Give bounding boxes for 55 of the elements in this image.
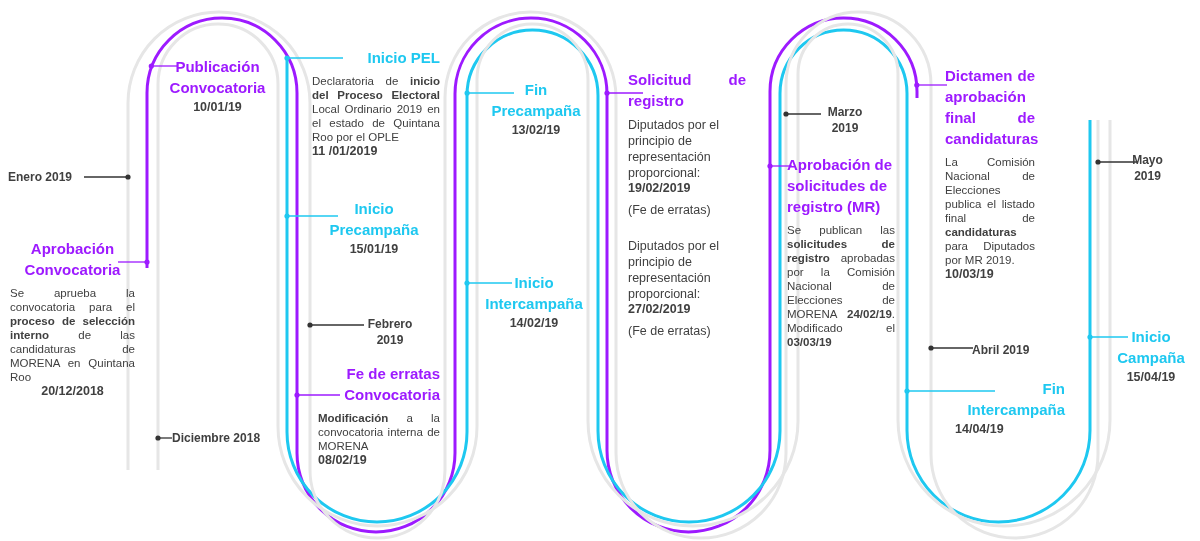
event-title: Inicio Intercampaña [484,273,584,314]
leader-line [83,174,131,180]
month-label: Abril 2019 [972,342,1031,358]
month-label: Marzo 2019 [826,104,864,136]
leader-line [117,259,150,265]
event-title: Inicio Campaña [1116,327,1186,368]
leader-line [155,435,173,441]
leader-line [914,82,948,88]
leader-line [284,55,344,61]
leader-line [783,111,822,117]
event-date: 20/12/2018 [40,384,105,399]
event-date: 15/04/19 [1125,370,1177,385]
leader-line [464,280,513,286]
month-label: Diciembre 2018 [172,430,262,446]
event-description: Diputados por el principio de representación proporcional: [628,117,721,181]
leader-line [284,213,339,219]
event-description: (Fe de erratas) [628,323,712,339]
event-title: Fin Intercampaña [966,379,1065,420]
event-date: 13/02/19 [510,123,562,138]
event-title: Fe de erratas Convocatoria [343,364,440,405]
leader-line [904,388,996,394]
leader-line [307,322,365,328]
event-description: Diputados por el principio de representación proporcional: [628,238,721,302]
event-title: Inicio Precampaña [328,199,420,240]
event-description: (Fe de erratas) [628,202,712,218]
leader-line [294,392,341,398]
leader-line [604,90,644,96]
leader-line [464,90,515,96]
month-label: Mayo 2019 [1131,152,1164,184]
event-title: Aprobación Convocatoria [23,239,122,280]
event-date: 10/03/19 [945,267,995,282]
month-label: Febrero 2019 [366,316,414,348]
event-date: 14/02/19 [508,316,560,331]
event-title: Solicitud de registro [628,70,746,111]
event-description: Se publican las solicitudes de registro aprobadas por la Comisión Nacional de Elecciones de MORENA 24/02/19. Modificado el 03/03/19 [787,223,895,349]
event-date: 27/02/2019 [628,302,692,317]
leader-line [928,345,974,351]
event-description: Declaratoria de inicio del Proceso Electoral Local Ordinario 2019 en el estado de Quintana Roo por el OPLE [312,74,440,144]
leader-line [1095,159,1139,165]
event-title: Aprobación de solicitudes de registro (MR) [787,155,893,217]
event-date: 19/02/2019 [628,181,692,196]
month-label: Enero 2019 [8,169,74,185]
leader-line [1087,334,1129,340]
event-date: 11 /01/2019 [312,144,379,159]
event-date: 15/01/19 [348,242,400,257]
event-title: Fin Precampaña [490,80,582,121]
event-description: Se aprueba la convocatoria para el proceso de selección interno de las candidaturas de MORENA en Quintana Roo [10,286,135,384]
event-date: 10/01/19 [192,100,243,115]
event-date: 08/02/19 [318,453,368,468]
event-description: La Comisión Nacional de Elecciones publica el listado final de candidaturas para Diputados por MR 2019. [945,155,1035,267]
event-date: 14/04/19 [955,422,1005,437]
event-title: Publicación Convocatoria [168,57,267,98]
event-description: Modificación a la convocatoria interna de MORENA [318,411,440,453]
leader-line [148,63,179,69]
event-title: Inicio PEL [366,48,440,68]
